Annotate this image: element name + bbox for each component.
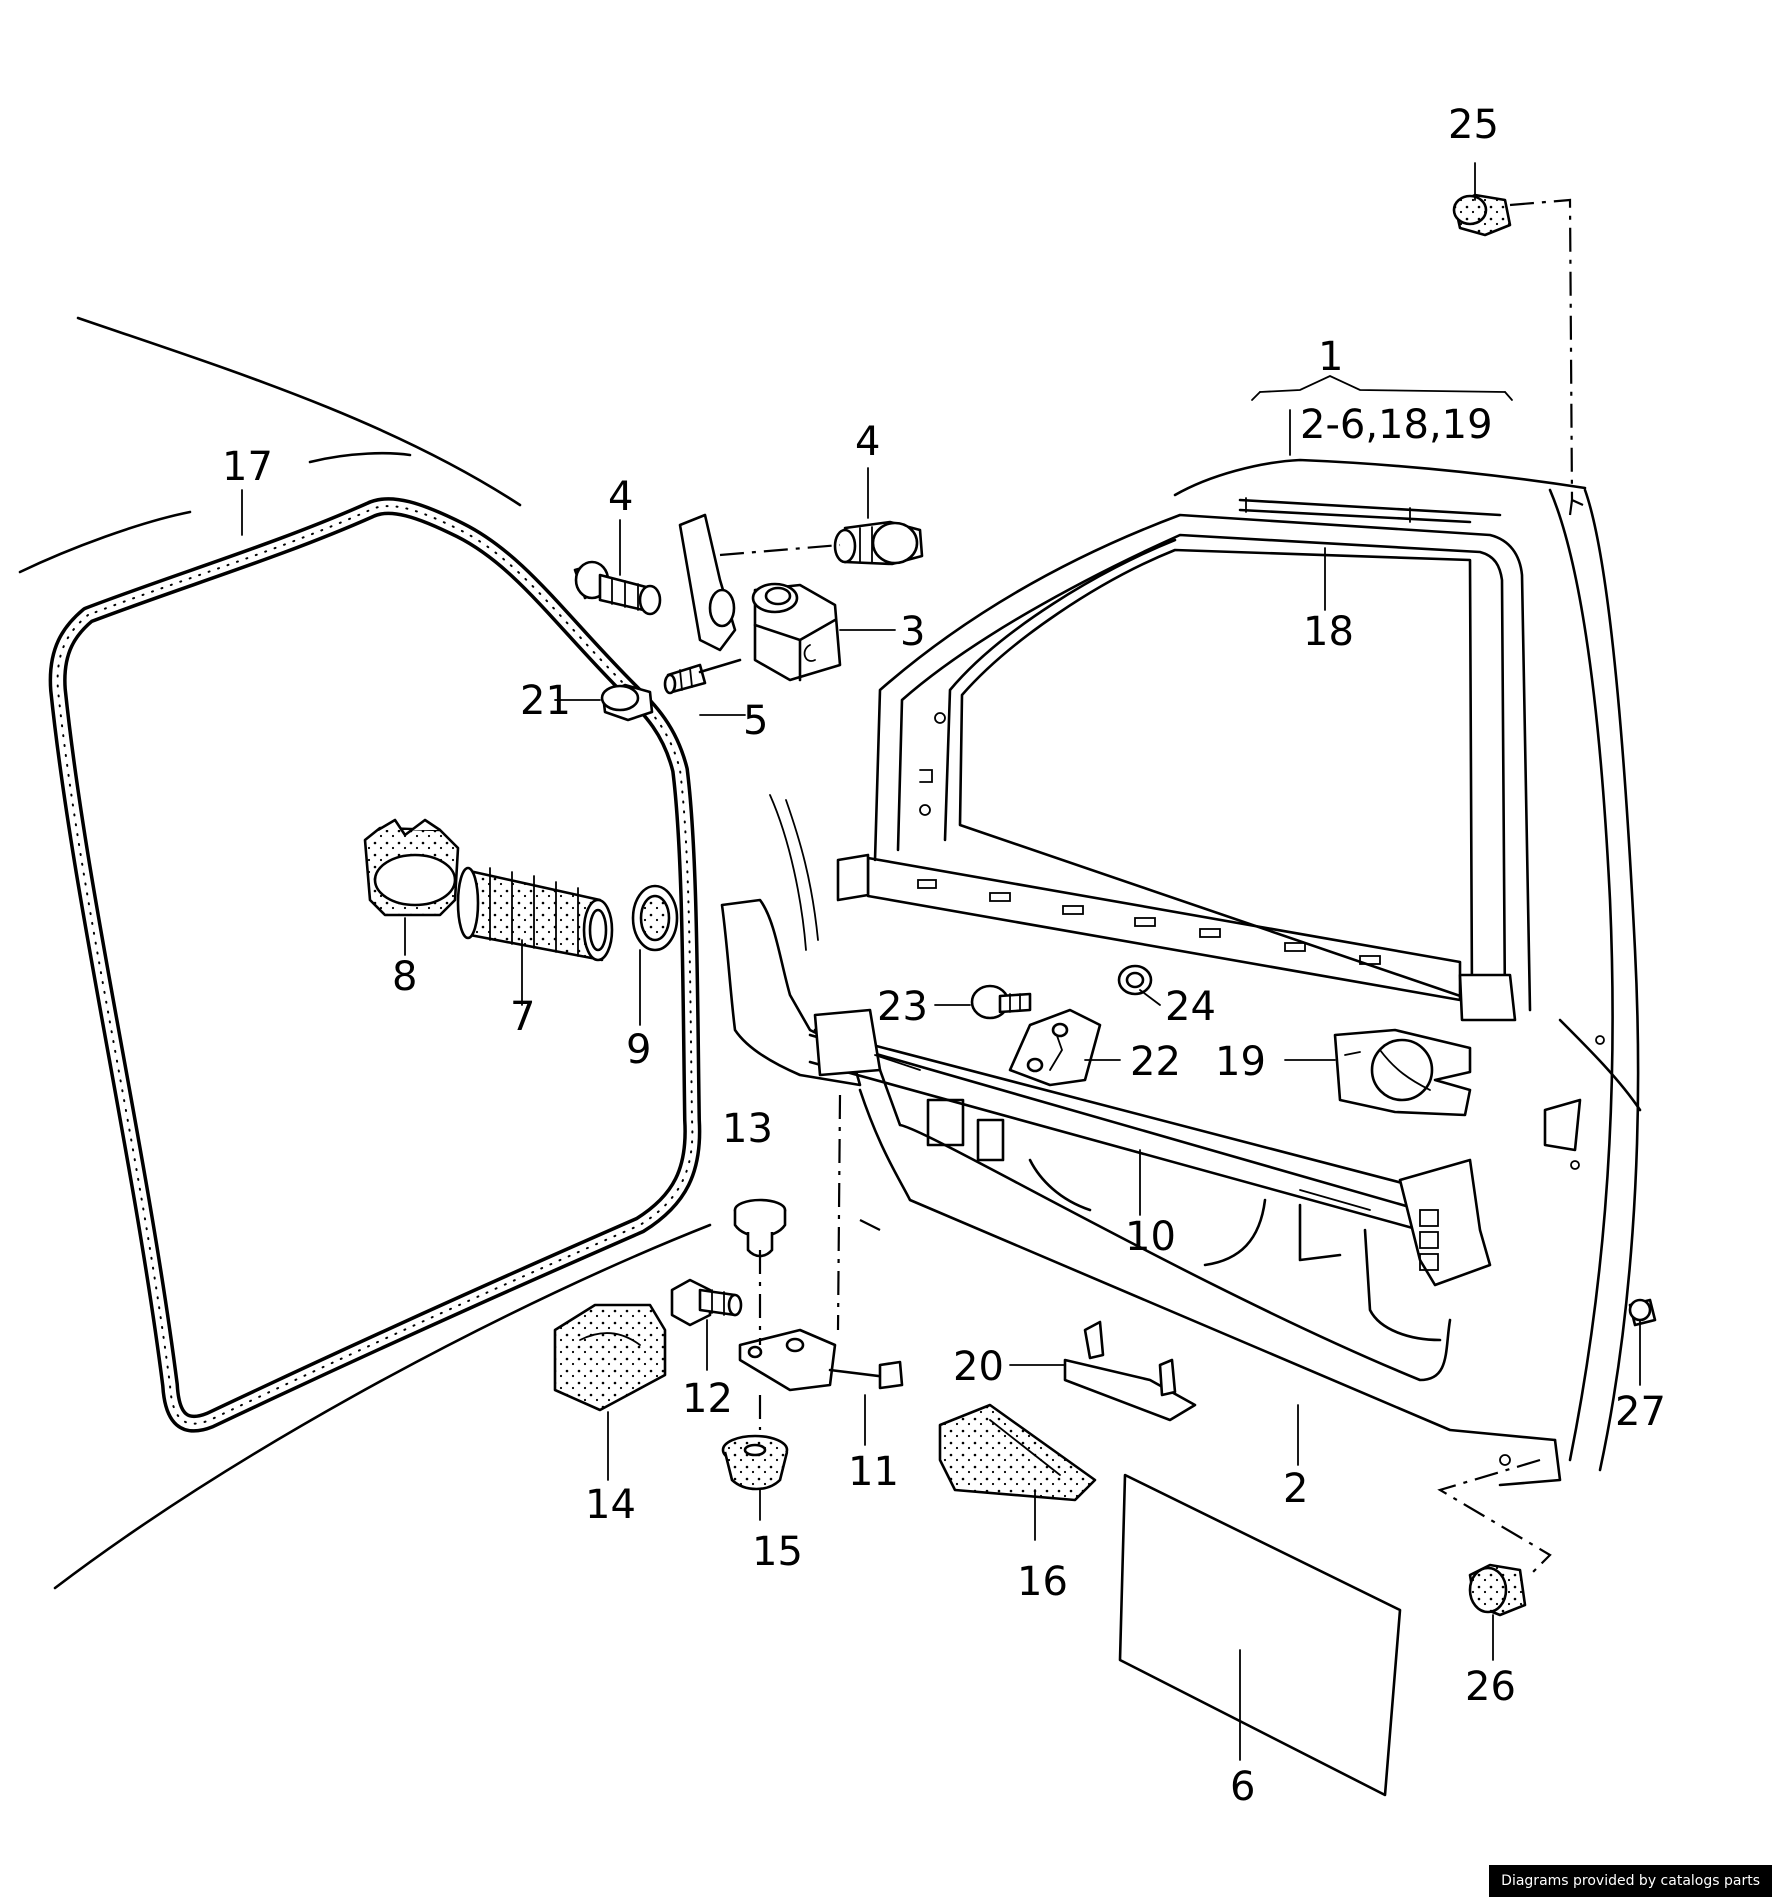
callout-16: 16 (1017, 1559, 1068, 1605)
wiring-bellows-7 (456, 866, 614, 962)
callout-2: 2 (1283, 1466, 1308, 1512)
callout-7: 7 (510, 994, 535, 1040)
pin-5 (663, 658, 742, 695)
credit-banner: Diagrams provided by catalogs parts (1489, 1865, 1772, 1897)
bolt-12 (670, 1278, 743, 1327)
callout-27: 27 (1615, 1389, 1666, 1435)
callout-20: 20 (953, 1344, 1004, 1390)
callout-19: 19 (1215, 1039, 1266, 1085)
bolt-23 (970, 984, 1032, 1020)
bolt-4-right (833, 520, 924, 566)
housing-14 (553, 1303, 667, 1412)
callout-8: 8 (392, 954, 417, 1000)
callout-4-right: 4 (855, 419, 880, 465)
belt-rail-slots (917, 879, 1381, 965)
callout-10: 10 (1125, 1214, 1176, 1260)
wiring-housing-8 (363, 818, 460, 917)
plug-21 (600, 683, 654, 722)
callout-13: 13 (722, 1106, 773, 1152)
callout-6: 6 (1230, 1764, 1255, 1810)
leader-lines (241, 162, 1641, 1761)
bolt-4-left (573, 560, 662, 616)
callout-numbers: 1 2-6,18,19 2 3 4 4 5 6 7 8 9 10 11 12 1… (222, 102, 1666, 1810)
plug-26 (1468, 1563, 1527, 1617)
callout-23: 23 (877, 984, 928, 1030)
check-strap-11 (738, 1328, 904, 1392)
cap-24 (1117, 964, 1153, 996)
callout-11: 11 (848, 1449, 899, 1495)
callout-15: 15 (752, 1529, 803, 1575)
plug-25 (1452, 193, 1512, 237)
callout-14: 14 (585, 1482, 636, 1528)
callout-1: 1 (1318, 334, 1343, 380)
callout-24: 24 (1165, 984, 1216, 1030)
callout-4-left: 4 (608, 474, 633, 520)
window-channel-18 (1238, 497, 1502, 523)
assembly-lines (719, 198, 1584, 1576)
grommet-9 (631, 884, 679, 952)
callout-9: 9 (626, 1027, 651, 1073)
callout-5: 5 (743, 698, 768, 744)
foil-sheet-6 (1118, 1473, 1402, 1797)
callout-12: 12 (682, 1376, 733, 1422)
hinge-3 (678, 513, 842, 682)
car-body-outline (18, 316, 819, 1590)
clip-27 (1628, 1298, 1657, 1327)
striker-plate-22 (1008, 1008, 1102, 1087)
callout-25: 25 (1448, 102, 1499, 148)
plate-20 (1063, 1320, 1197, 1422)
callout-17: 17 (222, 444, 273, 490)
callout-21: 21 (520, 678, 571, 724)
impact-bar-10 (720, 898, 1492, 1287)
door-shell-2 (836, 458, 1642, 1487)
door-seal-17 (48, 497, 702, 1433)
bracket-19 (1333, 1028, 1472, 1117)
trim-16 (938, 1403, 1097, 1502)
callout-26: 26 (1465, 1664, 1516, 1710)
nut-15 (721, 1434, 789, 1491)
callout-22: 22 (1130, 1039, 1181, 1085)
callout-3: 3 (900, 609, 925, 655)
callout-18: 18 (1303, 609, 1354, 655)
buffer-13 (733, 1198, 787, 1258)
callout-1-range: 2-6,18,19 (1300, 402, 1493, 448)
